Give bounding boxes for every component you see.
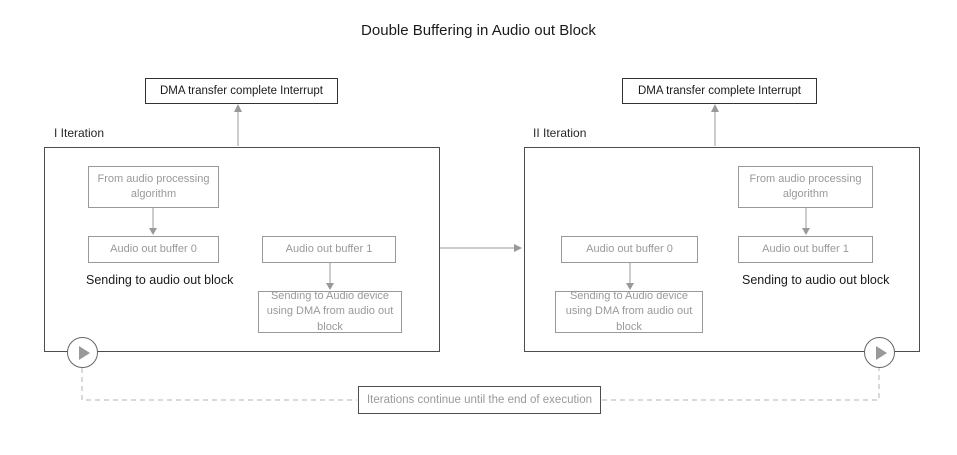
play-icon-right [864, 337, 895, 368]
play-triangle-icon [876, 345, 887, 360]
dashed-loop-right [602, 368, 880, 401]
fill-buffer-box-1: Audio out buffer 0 [88, 236, 219, 263]
arrow-panel1-to-panel2 [440, 244, 522, 252]
arrow-up-interrupt-2 [711, 104, 719, 146]
play-triangle-icon [79, 345, 90, 360]
iteration-2-label: II Iteration [533, 126, 587, 140]
dma-send-box-2: Sending to Audio device using DMA from a… [555, 290, 703, 333]
from-audio-box-2: From audio processing algorithm [738, 166, 873, 208]
iteration-1-label: I Iteration [54, 126, 105, 140]
diagram-title: Double Buffering in Audio out Block [361, 22, 596, 39]
fill-note-2: Sending to audio out block [742, 273, 890, 287]
dma-send-box-1: Sending to Audio device using DMA from a… [258, 290, 402, 333]
fill-note-1: Sending to audio out block [86, 273, 234, 287]
fill-buffer-box-2: Audio out buffer 1 [738, 236, 873, 263]
play-icon-left [67, 337, 98, 368]
from-audio-box-1: From audio processing algorithm [88, 166, 219, 208]
interrupt-box-iteration-1: DMA transfer complete Interrupt [145, 78, 338, 104]
iterations-note-box: Iterations continue until the end of exe… [358, 386, 601, 414]
dashed-loop-left [81, 368, 357, 401]
send-buffer-box-1: Audio out buffer 1 [262, 236, 396, 263]
send-buffer-box-2: Audio out buffer 0 [561, 236, 698, 263]
arrow-up-interrupt-1 [234, 104, 242, 146]
interrupt-box-iteration-2: DMA transfer complete Interrupt [622, 78, 817, 104]
